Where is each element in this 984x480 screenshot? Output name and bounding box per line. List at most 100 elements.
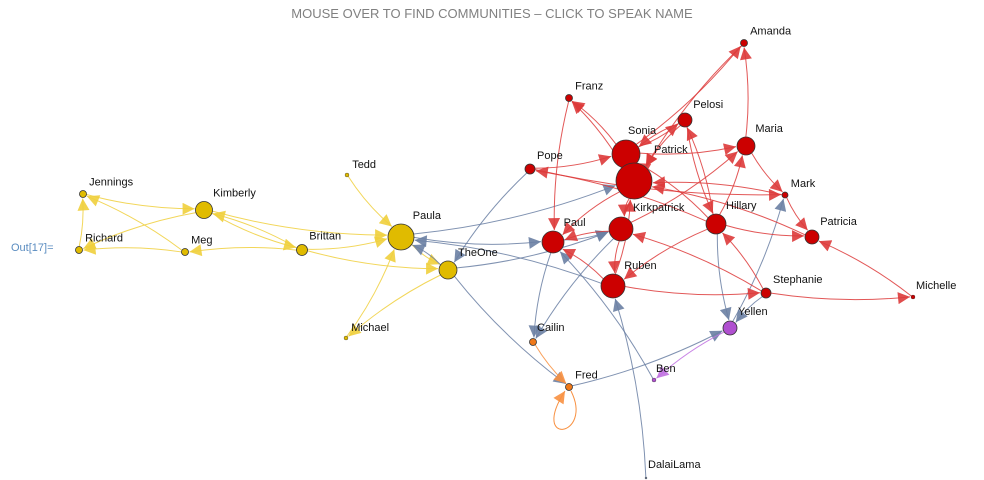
edge-fred-fred	[553, 390, 577, 430]
edge-hillary-ruben	[623, 228, 708, 280]
node-label-dalailama[interactable]: DalaiLama	[648, 459, 701, 471]
node-label-tedd[interactable]: Tedd	[352, 159, 376, 171]
node-fred[interactable]	[565, 383, 573, 391]
node-richard[interactable]	[75, 246, 83, 254]
edge-michelle-patricia	[818, 240, 912, 297]
node-label-michelle[interactable]: Michelle	[916, 280, 956, 292]
node-label-richard[interactable]: Richard	[85, 233, 123, 245]
node-amanda[interactable]	[740, 39, 748, 47]
edge-maria-mark	[751, 152, 783, 193]
node-label-ben[interactable]: Ben	[656, 363, 676, 375]
edge-kimberly-brittan	[211, 212, 297, 251]
node-kirkpatrick[interactable]	[608, 216, 634, 242]
node-kimberly[interactable]	[195, 201, 213, 219]
node-label-maria[interactable]: Maria	[755, 123, 783, 135]
node-theone[interactable]	[438, 260, 458, 280]
edge-mark-patrick	[652, 176, 783, 196]
edge-sonia-maria	[639, 143, 737, 156]
node-patrick[interactable]	[615, 162, 653, 200]
edge-meg-jennings	[86, 195, 183, 251]
edge-mark-patricia	[786, 197, 809, 231]
node-label-yellen[interactable]: Yellen	[738, 306, 768, 318]
edge-kirkpatrick-maria	[630, 151, 739, 223]
edge-pope-theone	[453, 172, 528, 263]
edge-stephanie-kirkpatrick	[632, 231, 762, 292]
edge-kirkpatrick-ruben	[607, 240, 620, 274]
edge-richard-jennings	[77, 198, 90, 247]
node-label-jennings[interactable]: Jennings	[89, 177, 134, 189]
node-ben[interactable]	[651, 377, 657, 383]
graph-title: MOUSE OVER TO FIND COMMUNITIES – CLICK T…	[291, 6, 693, 21]
node-label-mark[interactable]: Mark	[791, 178, 816, 190]
node-pelosi[interactable]	[677, 112, 693, 128]
edge-ben-paul	[559, 251, 654, 379]
node-label-amanda[interactable]: Amanda	[750, 26, 792, 38]
edge-meg-richard	[83, 242, 182, 255]
node-franz[interactable]	[565, 94, 573, 102]
node-maria[interactable]	[736, 136, 756, 156]
node-jennings[interactable]	[79, 190, 87, 198]
node-label-hillary[interactable]: Hillary	[726, 200, 757, 212]
edge-hillary-pelosi	[686, 127, 714, 215]
node-dalailama[interactable]	[644, 476, 648, 480]
edge-theone-michael	[348, 274, 441, 337]
edge-paula-patrick	[413, 184, 616, 235]
node-paula[interactable]	[387, 223, 415, 251]
node-label-kimberly[interactable]: Kimberly	[213, 188, 256, 200]
edge-paul-cailin	[528, 252, 552, 338]
edge-kimberly-paula	[212, 210, 388, 242]
edge-kirkpatrick-cailin	[535, 238, 614, 339]
node-michael[interactable]	[343, 335, 349, 341]
node-label-kirkpatrick[interactable]: Kirkpatrick	[633, 202, 685, 214]
edge-ruben-stephanie	[624, 286, 761, 300]
edge-brittan-theone	[307, 250, 439, 275]
edge-theone-paula	[412, 244, 441, 266]
node-meg[interactable]	[181, 248, 189, 256]
node-label-pope[interactable]: Pope	[537, 150, 563, 162]
node-cailin[interactable]	[529, 338, 537, 346]
edge-kimberly-richard	[83, 212, 196, 250]
node-label-cailin[interactable]: Cailin	[537, 322, 565, 334]
node-michelle[interactable]	[910, 294, 916, 300]
node-label-sonia[interactable]: Sonia	[628, 125, 657, 137]
node-label-franz[interactable]: Franz	[575, 81, 603, 93]
edge-kirkpatrick-paul	[564, 229, 610, 241]
node-stephanie[interactable]	[760, 287, 772, 299]
node-pope[interactable]	[524, 163, 536, 175]
node-tedd[interactable]	[344, 172, 350, 178]
node-hillary[interactable]	[705, 213, 727, 235]
edge-stephanie-hillary	[722, 232, 764, 290]
node-label-paula[interactable]: Paula	[413, 210, 442, 222]
node-yellen[interactable]	[722, 320, 738, 336]
node-label-fred[interactable]: Fred	[575, 370, 598, 382]
node-label-stephanie[interactable]: Stephanie	[773, 274, 823, 286]
edge-stephanie-michelle	[770, 292, 911, 305]
node-label-patricia[interactable]: Patricia	[820, 216, 858, 228]
edge-patricia-patrick	[652, 182, 806, 236]
node-mark[interactable]	[781, 191, 789, 199]
node-label-brittan[interactable]: Brittan	[309, 231, 341, 243]
node-label-ruben[interactable]: Ruben	[624, 260, 656, 272]
edge-brittan-meg	[189, 244, 297, 257]
edge-dalailama-ruben	[612, 298, 647, 478]
node-label-patrick[interactable]: Patrick	[654, 144, 688, 156]
edge-jennings-kimberly	[86, 193, 195, 215]
node-ruben[interactable]	[600, 273, 626, 299]
node-label-theone[interactable]: TheOne	[458, 247, 498, 259]
node-patricia[interactable]	[804, 229, 820, 245]
edge-hillary-patricia	[725, 224, 805, 243]
output-cell-label: Out[17]=	[11, 242, 54, 254]
edge-hillary-yellen	[716, 233, 732, 321]
node-label-meg[interactable]: Meg	[191, 235, 212, 247]
node-label-michael[interactable]: Michael	[351, 322, 389, 334]
edge-patrick-kirkpatrick	[617, 198, 630, 217]
node-label-pelosi[interactable]: Pelosi	[693, 99, 723, 111]
edge-sonia-franz	[571, 100, 617, 145]
edge-theone-fred	[454, 275, 567, 385]
edge-theone-kirkpatrick	[456, 230, 609, 269]
node-brittan[interactable]	[296, 244, 308, 256]
node-label-paul[interactable]: Paul	[564, 217, 586, 229]
node-paul[interactable]	[541, 230, 565, 254]
